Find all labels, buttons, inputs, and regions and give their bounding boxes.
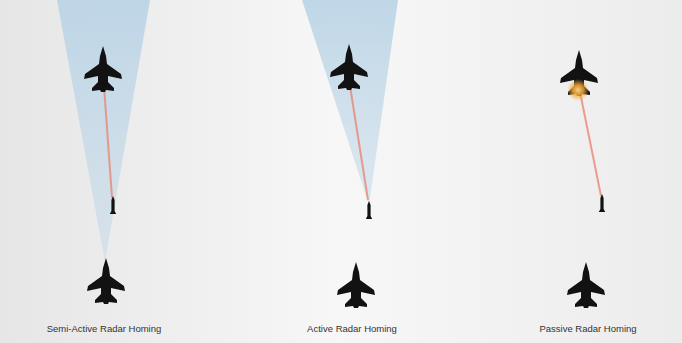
missile <box>366 201 372 219</box>
missile <box>110 196 116 214</box>
panel-caption: Active Radar Homing <box>307 323 397 334</box>
launch-jet <box>87 258 125 304</box>
homing-line <box>104 86 112 198</box>
launch-jet <box>337 262 375 308</box>
panel-caption: Passive Radar Homing <box>539 323 636 334</box>
target-jet <box>330 44 368 90</box>
panel-caption: Semi-Active Radar Homing <box>47 323 162 334</box>
homing-line <box>350 86 368 200</box>
radar-beam <box>57 0 150 262</box>
target-jet <box>84 46 122 92</box>
radar-beam <box>302 0 398 205</box>
missile <box>599 194 605 212</box>
launch-jet <box>567 262 605 308</box>
emission-glow <box>567 79 589 101</box>
homing-line <box>580 92 601 196</box>
